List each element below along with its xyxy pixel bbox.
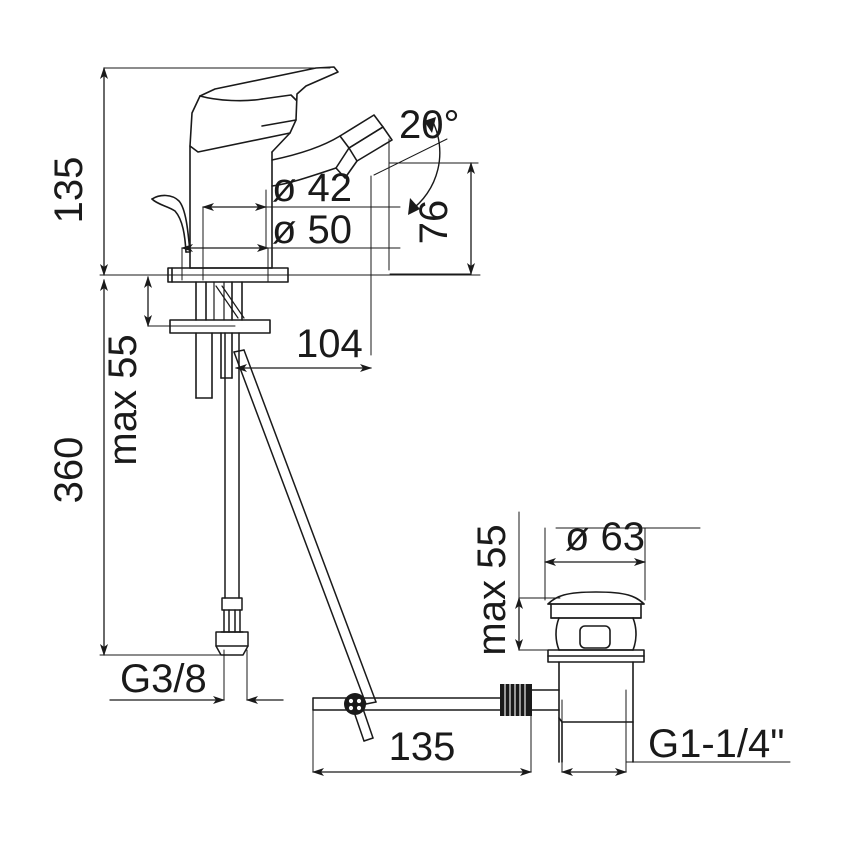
label-height-360: 360 bbox=[47, 437, 91, 504]
dimension-labels: 135 360 max 55 ø 42 ø 50 20° 76 104 G3/8… bbox=[47, 103, 784, 769]
label-height-76: 76 bbox=[412, 200, 456, 245]
label-thread-g114: G1-1/4" bbox=[648, 722, 784, 766]
shank-washer bbox=[169, 281, 271, 399]
drain-waist bbox=[555, 617, 637, 651]
lift-rod bbox=[233, 349, 377, 742]
label-height-135: 135 bbox=[47, 157, 91, 224]
popup-lever bbox=[151, 194, 191, 253]
spout-nozzle bbox=[271, 114, 393, 187]
label-drain-max-55: max 55 bbox=[470, 524, 514, 655]
mount-plate bbox=[167, 267, 289, 283]
label-angle-20: 20° bbox=[399, 103, 460, 147]
hose-nut bbox=[215, 631, 249, 656]
label-diameter-42: ø 42 bbox=[272, 166, 352, 210]
drain-body bbox=[530, 661, 634, 763]
pivot-clip bbox=[344, 693, 366, 715]
drain-assembly bbox=[500, 591, 645, 763]
label-thread-g38: G3/8 bbox=[120, 657, 207, 701]
angle-arc-20deg bbox=[373, 117, 479, 215]
label-reach-104: 104 bbox=[296, 322, 363, 366]
drain-collar bbox=[547, 649, 645, 663]
label-max-55-shank: max 55 bbox=[101, 334, 145, 465]
lever-handle bbox=[189, 66, 339, 153]
dimension-lines bbox=[100, 67, 646, 776]
faucet-assembly bbox=[151, 66, 393, 399]
label-diameter-50: ø 50 bbox=[272, 208, 352, 252]
drain-flange bbox=[547, 591, 645, 619]
label-diameter-63: ø 63 bbox=[565, 515, 645, 559]
label-rod-135: 135 bbox=[389, 725, 456, 769]
supply-hose bbox=[215, 332, 249, 656]
knurled-nut bbox=[500, 683, 532, 717]
